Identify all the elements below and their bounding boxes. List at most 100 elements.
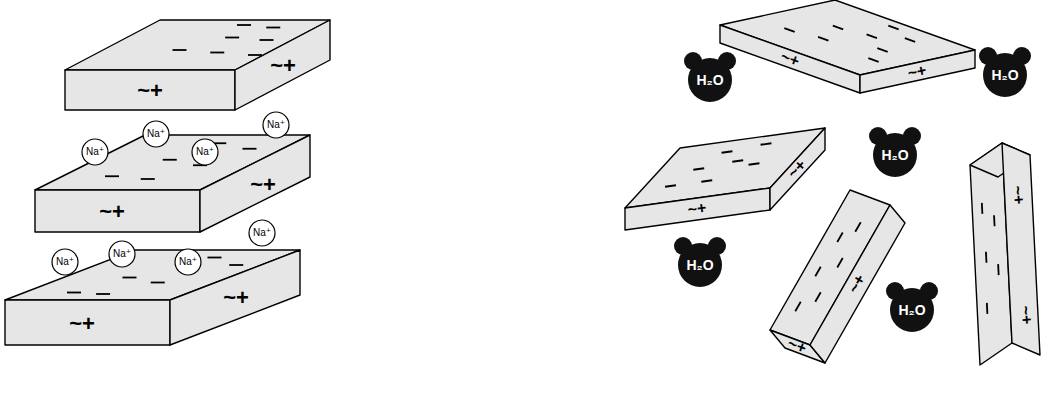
clay-platelet: ~+ ~+ bbox=[63, 18, 332, 112]
negative-charge-mark bbox=[693, 168, 704, 170]
negative-charge-mark bbox=[868, 58, 878, 62]
platelet-face bbox=[810, 205, 905, 363]
platelet-face bbox=[5, 300, 170, 345]
platelet-face bbox=[1002, 143, 1040, 355]
ion-label: Na⁺ bbox=[56, 257, 74, 267]
negative-charge-mark bbox=[993, 215, 995, 226]
platelet-face bbox=[65, 70, 235, 110]
charge-label: ~+ bbox=[1017, 305, 1035, 325]
ion-label: Na⁺ bbox=[196, 147, 214, 157]
platelet-face bbox=[200, 135, 310, 232]
negative-charge-mark bbox=[732, 160, 743, 162]
platelet-face bbox=[720, 25, 860, 93]
ion-label: Na⁺ bbox=[253, 228, 271, 238]
charge-label: ~+ bbox=[69, 313, 95, 335]
platelet-face bbox=[625, 188, 770, 230]
charge-label: ~+ bbox=[137, 80, 163, 102]
negative-charge-mark bbox=[193, 164, 207, 166]
platelet-face bbox=[170, 250, 300, 345]
molecule-label: H₂O bbox=[991, 68, 1018, 82]
charge-label: ~+ bbox=[687, 200, 708, 218]
ion-label: Na⁺ bbox=[113, 249, 131, 259]
sodium-ion: Na⁺ bbox=[81, 138, 109, 166]
negative-charge-mark bbox=[761, 143, 772, 145]
ion-circle bbox=[109, 241, 135, 267]
clay-platelet-outline bbox=[3, 248, 302, 347]
negative-charge-mark bbox=[665, 185, 676, 187]
negative-charge-mark bbox=[833, 26, 843, 30]
negative-charge-mark bbox=[212, 142, 226, 144]
negative-charge-mark bbox=[210, 52, 224, 54]
ion-circle bbox=[192, 139, 218, 165]
ion-label: Na⁺ bbox=[147, 129, 165, 139]
molecule-body bbox=[890, 288, 934, 332]
ion-circle bbox=[263, 112, 289, 138]
sodium-ion: Na⁺ bbox=[191, 138, 219, 166]
negative-charge-mark bbox=[867, 34, 877, 38]
ion-circle bbox=[143, 121, 169, 147]
charge-label: ~+ bbox=[1009, 185, 1027, 205]
platelet-face bbox=[860, 50, 975, 93]
negative-charge-mark bbox=[163, 159, 177, 161]
negative-charge-mark bbox=[141, 178, 155, 180]
sodium-ion: Na⁺ bbox=[108, 240, 136, 268]
ion-circle bbox=[82, 139, 108, 165]
ion-circle bbox=[175, 249, 201, 275]
negative-charge-mark bbox=[722, 151, 733, 153]
ion-circle bbox=[249, 220, 275, 246]
negative-charge-mark bbox=[877, 48, 887, 52]
clay-platelet: ~+~+ bbox=[623, 126, 827, 232]
charge-label: ~+ bbox=[270, 55, 296, 77]
negative-charge-mark bbox=[997, 264, 999, 275]
negative-charge-mark bbox=[795, 302, 800, 312]
clay-platelet-outline bbox=[968, 141, 1042, 367]
negative-charge-mark bbox=[67, 292, 81, 294]
negative-charge-mark bbox=[208, 257, 222, 259]
clay-platelet: ~+~+ bbox=[768, 188, 907, 365]
negative-charge-mark bbox=[229, 264, 243, 266]
ion-label: Na⁺ bbox=[86, 147, 104, 157]
negative-charge-mark bbox=[96, 293, 110, 295]
negative-charge-mark bbox=[784, 28, 794, 32]
platelet-face bbox=[35, 190, 200, 232]
molecule-body bbox=[678, 243, 722, 287]
ion-circle bbox=[52, 249, 78, 275]
charge-label: ~+ bbox=[250, 174, 276, 196]
negative-charge-mark bbox=[837, 258, 842, 268]
sodium-ion: Na⁺ bbox=[248, 219, 276, 247]
negative-charge-mark bbox=[243, 148, 257, 150]
negative-charge-mark bbox=[888, 26, 898, 30]
platelet-face bbox=[770, 128, 825, 210]
negative-charge-mark bbox=[981, 203, 983, 214]
negative-charge-mark bbox=[701, 180, 712, 182]
water-molecule: H₂O bbox=[680, 46, 740, 104]
negative-charge-mark bbox=[837, 232, 842, 242]
negative-charge-mark bbox=[237, 24, 251, 26]
molecule-label: H₂O bbox=[898, 303, 925, 317]
negative-charge-mark bbox=[173, 49, 187, 51]
charge-label: ~+ bbox=[223, 287, 249, 309]
molecule-body bbox=[873, 133, 917, 177]
molecule-label: H₂O bbox=[881, 148, 908, 162]
negative-charge-mark bbox=[225, 37, 239, 39]
clay-platelet: ~+ ~+ bbox=[3, 248, 302, 347]
negative-charge-mark bbox=[248, 54, 262, 56]
sodium-ion: Na⁺ bbox=[51, 248, 79, 276]
ion-label: Na⁺ bbox=[179, 257, 197, 267]
platelet-face bbox=[235, 20, 330, 110]
negative-charge-mark bbox=[260, 39, 274, 41]
negative-charge-mark bbox=[266, 27, 280, 29]
molecule-label: H₂O bbox=[696, 73, 723, 87]
ion-label: Na⁺ bbox=[267, 120, 285, 130]
clay-platelet: ~+ ~+ bbox=[968, 141, 1042, 367]
negative-charge-mark bbox=[815, 292, 820, 302]
negative-charge-mark bbox=[105, 175, 119, 177]
molecule-label: H₂O bbox=[686, 258, 713, 272]
sodium-ion: Na⁺ bbox=[174, 248, 202, 276]
water-molecule: H₂O bbox=[865, 121, 925, 179]
sodium-ion: Na⁺ bbox=[262, 111, 290, 139]
negative-charge-mark bbox=[749, 163, 760, 165]
negative-charge-mark bbox=[985, 252, 987, 263]
water-molecule: H₂O bbox=[975, 41, 1035, 99]
